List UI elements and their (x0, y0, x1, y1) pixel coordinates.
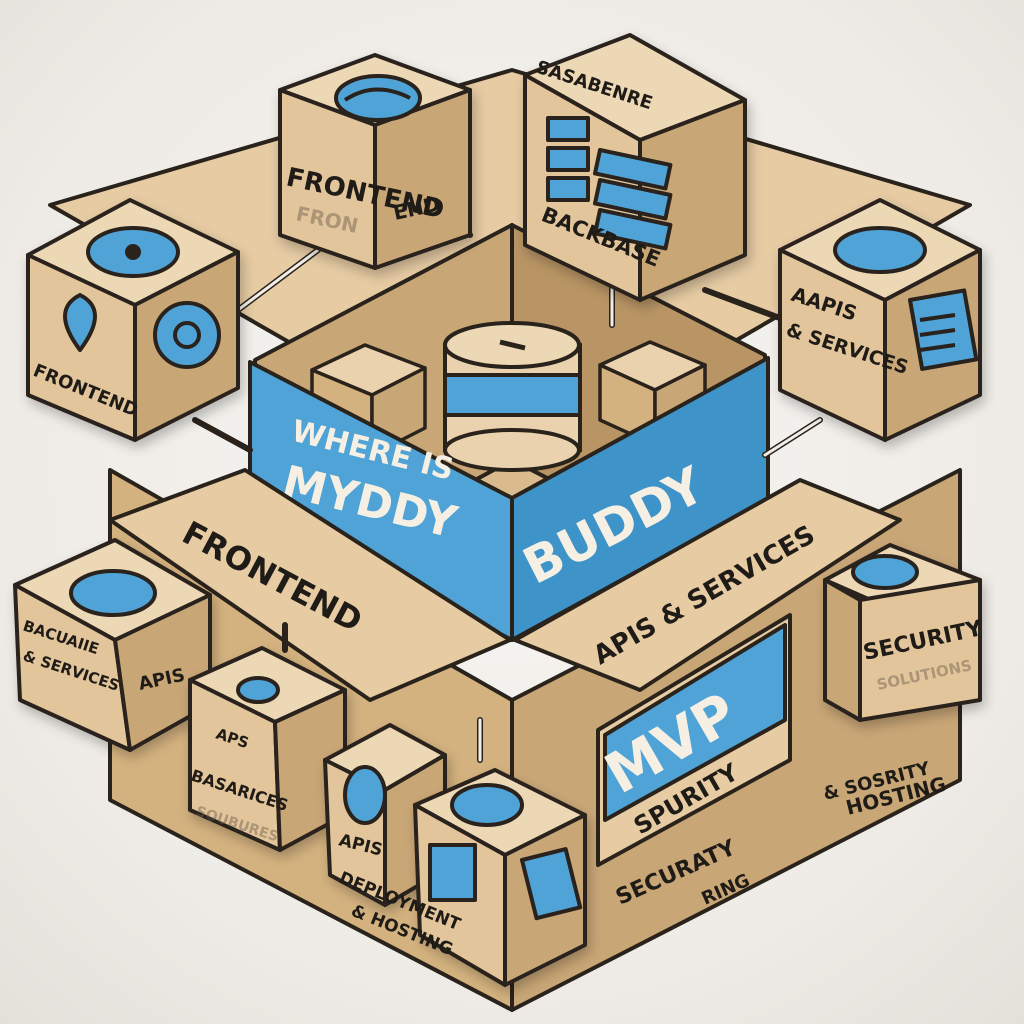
box-right-apis (778, 198, 982, 442)
tray-right (513, 478, 902, 692)
box-mid-apis-icon (236, 676, 280, 704)
box-front-apis-icon (343, 765, 387, 825)
search-icon (153, 301, 221, 369)
location-pin-icon (63, 293, 97, 352)
box-left-services (13, 538, 212, 752)
box-left-services-icon (69, 569, 157, 617)
cloud-icon (833, 226, 927, 274)
frontend-top-icon (334, 74, 422, 122)
box-top-frontend (278, 53, 472, 270)
box-top-database (523, 33, 747, 302)
clipboard-icon (520, 847, 583, 921)
database-cylinder-icon (443, 321, 582, 472)
box-front-deploy (413, 768, 587, 987)
box-security-icon (851, 554, 919, 590)
box-left-frontend (26, 198, 240, 442)
box-front-deploy-icon (450, 783, 524, 827)
lock-icon (428, 843, 477, 902)
box-security (823, 543, 982, 722)
database-stack-icon (546, 116, 673, 251)
mvp-panel (596, 613, 792, 867)
